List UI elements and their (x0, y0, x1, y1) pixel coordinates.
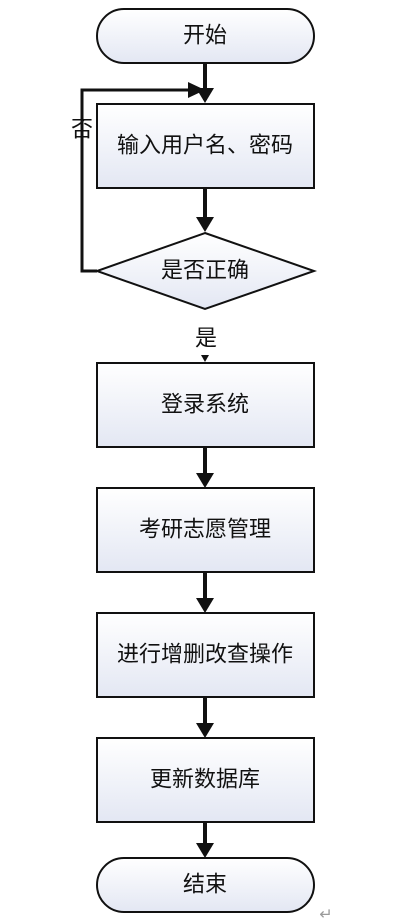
yes-branch-label: 是 (195, 327, 217, 352)
decision-label: 是否正确 (161, 259, 249, 284)
end-node: 结束 (96, 857, 315, 913)
arrowhead-crud-to-update (196, 723, 214, 738)
crud-label: 进行增删改查操作 (117, 643, 293, 668)
decision-node: 是否正确 (93, 231, 318, 311)
update-db-node: 更新数据库 (96, 737, 315, 823)
crud-node: 进行增删改查操作 (96, 612, 315, 698)
arrow-decision-no-loop (80, 88, 200, 273)
arrowhead-input-to-decision (196, 217, 214, 232)
input-credentials-node: 输入用户名、密码 (96, 103, 315, 189)
paragraph-mark: ↵ (319, 905, 332, 924)
start-label: 开始 (183, 24, 227, 49)
arrowhead-decision-no-loop (188, 82, 205, 98)
manage-node: 考研志愿管理 (96, 487, 315, 573)
manage-label: 考研志愿管理 (139, 518, 271, 543)
start-node: 开始 (96, 8, 315, 64)
arrowhead-manage-to-crud (196, 598, 214, 613)
login-node: 登录系统 (96, 362, 315, 448)
arrowhead-decision-yes (201, 355, 209, 362)
arrowhead-login-to-manage (196, 473, 214, 488)
end-label: 结束 (183, 873, 227, 898)
login-label: 登录系统 (161, 393, 249, 418)
update-db-label: 更新数据库 (150, 768, 260, 793)
input-credentials-label: 输入用户名、密码 (117, 134, 293, 159)
no-branch-label: 否 (71, 118, 93, 143)
arrowhead-update-to-end (196, 843, 214, 858)
